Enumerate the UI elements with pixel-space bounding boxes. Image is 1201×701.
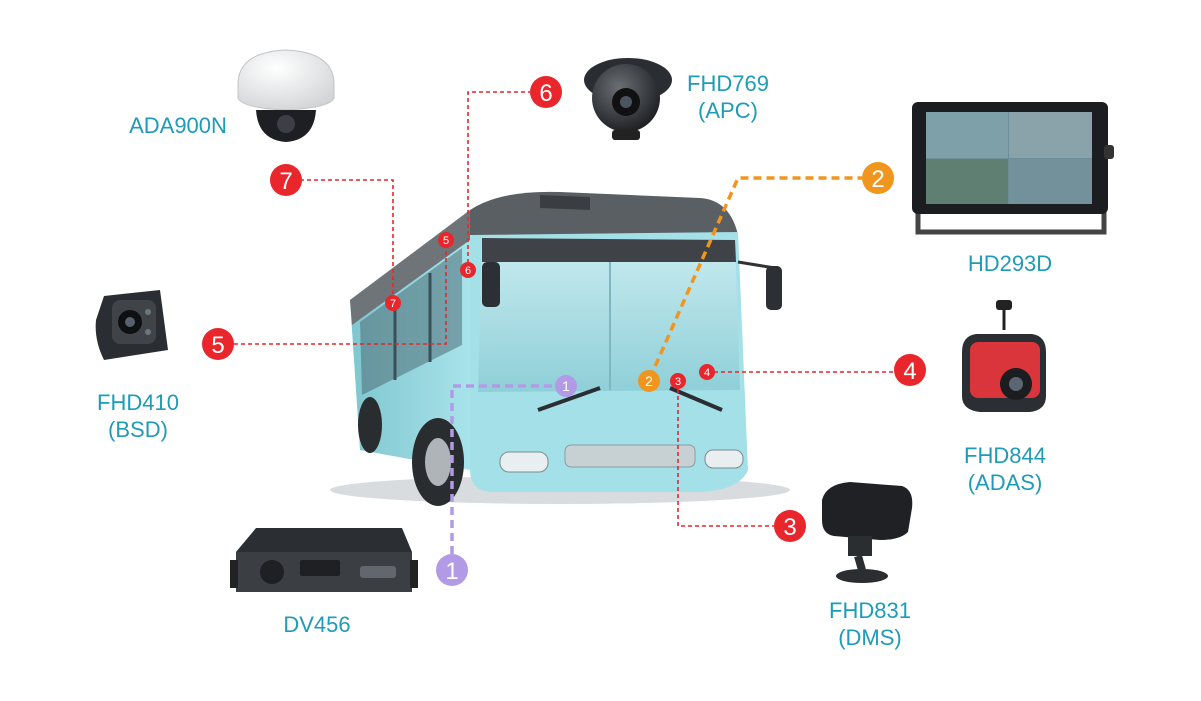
device-name: FHD831 (829, 598, 911, 623)
device-label-fhd831: FHD831 (DMS) (810, 597, 930, 651)
badge-1: 1 (436, 554, 468, 586)
dms-camera-icon (822, 482, 913, 583)
bus-marker-5: 5 (438, 232, 454, 248)
svg-text:5: 5 (443, 235, 449, 247)
device-name: DV456 (283, 612, 351, 637)
svg-text:1: 1 (562, 378, 570, 394)
side-camera-icon (95, 290, 168, 360)
bus-marker-6: 6 (460, 262, 476, 278)
device-role: (DMS) (838, 625, 902, 650)
line-7-ada900n (300, 179, 394, 302)
device-label-fhd844: FHD844 (ADAS) (945, 442, 1065, 496)
bus-marker-4: 4 (699, 364, 715, 380)
bus-marker-2: 2 (638, 370, 660, 392)
device-name: FHD769 (687, 71, 769, 96)
bus-markers: 7 5 6 1 2 3 4 (385, 232, 715, 397)
svg-text:4: 4 (903, 358, 916, 385)
line-1-dv456 (450, 384, 565, 556)
badge-7: 7 (270, 164, 302, 196)
badge-6: 6 (530, 76, 562, 108)
svg-text:5: 5 (211, 332, 224, 359)
line-3-fhd831 (677, 382, 775, 527)
mobile-dvr-icon (230, 528, 418, 592)
device-name: HD293D (967, 251, 1053, 276)
svg-text:2: 2 (871, 166, 884, 193)
svg-text:6: 6 (465, 265, 471, 277)
line-2-hd293d (648, 176, 862, 379)
device-role: (APC) (698, 98, 758, 123)
device-name: ADA900N (129, 113, 227, 138)
badge-3: 3 (774, 510, 806, 542)
city-bus-illustration (330, 191, 790, 506)
device-name: FHD844 (964, 443, 1046, 468)
device-name: FHD410 (97, 390, 179, 415)
device-label-fhd410: FHD410 (BSD) (78, 389, 198, 443)
bus-marker-7: 7 (385, 295, 401, 311)
device-label-fhd769: FHD769 (APC) (668, 70, 788, 124)
svg-text:1: 1 (445, 558, 458, 585)
device-role: (BSD) (108, 417, 168, 442)
badge-5: 5 (202, 328, 234, 360)
device-label-dv456: DV456 (257, 611, 377, 638)
monitor-icon (912, 102, 1114, 235)
svg-text:7: 7 (279, 168, 292, 195)
device-role: (ADAS) (967, 470, 1043, 495)
device-label-ada900n: ADA900N (118, 112, 238, 139)
dome-camera-icon (237, 49, 335, 142)
device-label-hd293d: HD293D (950, 250, 1070, 277)
svg-text:3: 3 (675, 376, 681, 388)
svg-text:6: 6 (539, 80, 552, 107)
badge-4: 4 (894, 354, 926, 386)
svg-text:3: 3 (783, 514, 796, 541)
dome-camera-icon (584, 58, 672, 140)
svg-text:7: 7 (390, 298, 396, 310)
adas-camera-icon (962, 300, 1046, 412)
bus-marker-1: 1 (555, 375, 577, 397)
line-6-fhd769 (467, 91, 532, 268)
line-5-fhd410 (234, 240, 447, 345)
svg-text:4: 4 (704, 367, 710, 379)
svg-text:2: 2 (645, 373, 653, 389)
badge-2: 2 (862, 162, 894, 194)
bus-marker-3: 3 (670, 373, 686, 389)
device-badges: 7 6 5 4 3 2 1 (202, 76, 926, 586)
connection-lines (234, 91, 894, 556)
